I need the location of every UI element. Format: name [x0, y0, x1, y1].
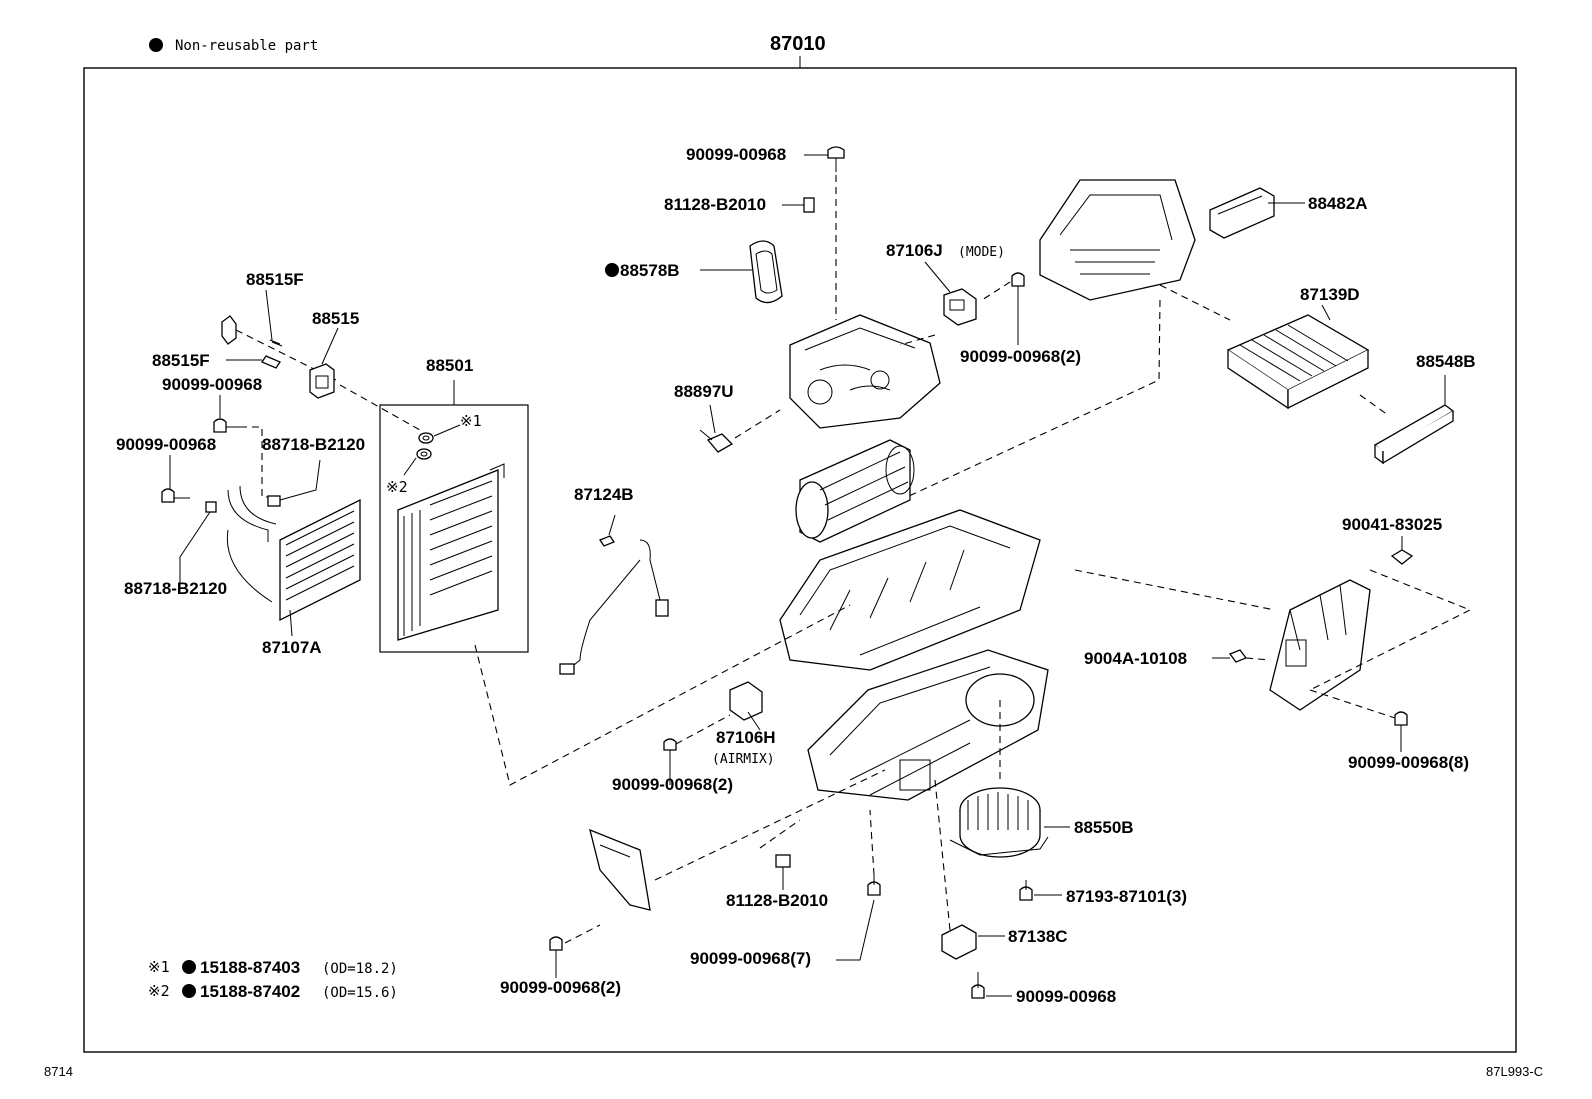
resistor-87138c-icon — [941, 924, 977, 960]
label-harness-87124b: 87124B — [574, 485, 634, 504]
blower-drum-icon — [795, 439, 915, 543]
label-ref1: ※1 — [460, 412, 482, 430]
screw-duct-icon — [549, 936, 563, 965]
notes: ※1 15188-87403 (OD=18.2) ※2 15188-87402 … — [148, 958, 398, 1001]
screw-top-icon — [827, 146, 845, 172]
label-valve-88515: 88515 — [312, 309, 359, 328]
duct-piece-icon — [589, 828, 651, 911]
blower-motor-icon — [949, 787, 1049, 858]
sensor-88897u-icon — [699, 429, 734, 453]
note-2-spec: (OD=15.6) — [322, 985, 398, 1001]
upper-right-housing-icon — [1039, 179, 1196, 301]
label-screw-bottom-7: 90099-00968(7) — [690, 949, 811, 968]
oring-1-icon — [418, 432, 434, 444]
note-1-bullet-icon — [182, 960, 196, 974]
note-2-ref: ※2 — [148, 982, 170, 1000]
lower-case-icon — [807, 649, 1049, 801]
footer-left: 8714 — [44, 1064, 73, 1079]
label-bracket-90041: 90041-83025 — [1342, 515, 1442, 534]
assembly-frame — [83, 67, 1517, 1053]
mode-servo-icon — [943, 288, 977, 326]
label-clip-bottom: 81128-B2010 — [726, 891, 828, 910]
label-cover-88482a: 88482A — [1308, 194, 1368, 213]
clip-top-icon — [803, 197, 815, 213]
label-resistor-87138c: 87138C — [1008, 927, 1068, 946]
footer-right: 87L993-C — [1486, 1064, 1543, 1079]
label-cover-88548b: 88548B — [1416, 352, 1476, 371]
label-mode-servo: 87106J — [886, 241, 943, 260]
seal-non-reusable-icon — [605, 263, 619, 277]
valve-88515-icon — [309, 363, 335, 399]
legend-text: Non-reusable part — [175, 38, 318, 54]
evaporator-core-icon — [397, 463, 505, 641]
legend: Non-reusable part — [149, 38, 318, 54]
label-screw-blower: 87193-87101(3) — [1066, 887, 1187, 906]
label-clip-9004a: 9004A-10108 — [1084, 649, 1187, 668]
label-airmix-tag: (AIRMIX) — [712, 752, 775, 767]
label-screw-airmix: 90099-00968(2) — [612, 775, 733, 794]
label-screw-mode: 90099-00968(2) — [960, 347, 1081, 366]
label-screw-top: 90099-00968 — [686, 145, 786, 164]
label-clip-top: 81128-B2010 — [664, 195, 766, 214]
screw-blower-icon — [1019, 880, 1033, 901]
note-1-spec: (OD=18.2) — [322, 961, 398, 977]
screw-left-a-icon — [213, 418, 240, 433]
label-mode-tag: (MODE) — [958, 245, 1005, 260]
cover-88548b-icon — [1373, 404, 1455, 465]
airmix-servo-icon — [729, 681, 763, 721]
note-1-ref: ※1 — [148, 958, 170, 976]
label-pipe-88515f-a: 88515F — [246, 270, 304, 289]
pipe-88515f-a-icon — [221, 315, 283, 347]
screw-airmix-icon — [663, 738, 677, 770]
note-2-bullet-icon — [182, 984, 196, 998]
cover-88482a-icon — [1209, 187, 1275, 239]
label-screw-resistor: 90099-00968 — [1016, 987, 1116, 1006]
filter-87139d-icon — [1226, 314, 1370, 410]
seal-88578b-icon — [749, 240, 783, 304]
label-ref2: ※2 — [386, 478, 408, 496]
screw-left-b-icon — [161, 488, 190, 503]
note-2-part: 15188-87402 — [200, 982, 300, 1001]
harness-87124b-icon — [559, 535, 669, 675]
note-1-part: 15188-87403 — [200, 958, 300, 977]
screw-mode-icon — [1011, 272, 1025, 300]
screw-bottom-icon — [867, 875, 881, 896]
heater-core-icon — [226, 485, 361, 622]
label-clamp-b: 88718-B2120 — [124, 579, 227, 598]
clamp-a-icon — [267, 495, 281, 507]
clamp-b-icon — [205, 501, 217, 513]
label-pipe-88515f-b: 88515F — [152, 351, 210, 370]
label-screw-left-b: 90099-00968 — [116, 435, 216, 454]
label-filter-87139d: 87139D — [1300, 285, 1360, 304]
label-evap-88501: 88501 — [426, 356, 473, 375]
screw-resistor-icon — [971, 972, 985, 999]
label-clamp-a: 88718-B2120 — [262, 435, 365, 454]
label-screw-duct: 90099-00968(2) — [500, 978, 621, 997]
non-reusable-bullet-icon — [149, 38, 163, 52]
right-bracket-icon — [1269, 579, 1371, 711]
label-sensor-88897u: 88897U — [674, 382, 734, 401]
label-blower-88550b: 88550B — [1074, 818, 1134, 837]
clip-bottom-icon — [775, 854, 791, 868]
assembly-number: 87010 — [770, 33, 826, 55]
clip-9004a-icon — [1228, 649, 1271, 663]
screw-right-icon — [1394, 711, 1408, 740]
label-screw-left-a: 90099-00968 — [162, 375, 262, 394]
pipe-88515f-b-icon — [261, 355, 281, 369]
upper-case-icon — [789, 314, 941, 429]
bracket-90041-icon — [1390, 549, 1414, 565]
label-screw-right-8: 90099-00968(8) — [1348, 753, 1469, 772]
label-seal-88578b: 88578B — [620, 261, 680, 280]
oring-2-icon — [416, 448, 432, 460]
label-heater-core: 87107A — [262, 638, 322, 657]
label-airmix-servo: 87106H — [716, 728, 776, 747]
